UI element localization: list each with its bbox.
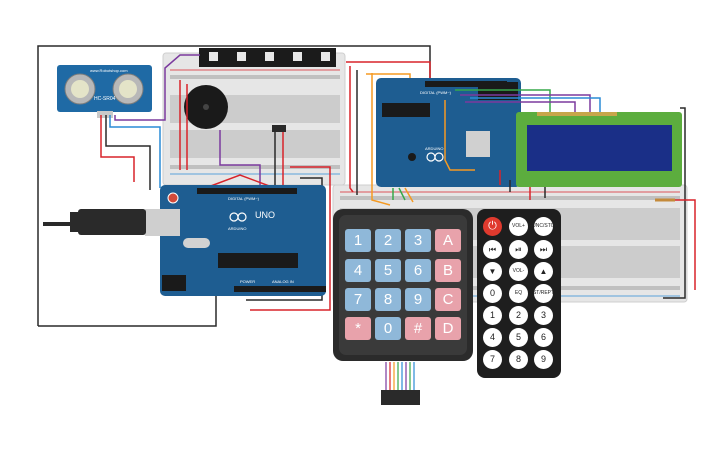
keypad-key-6[interactable]: 6 <box>405 259 431 282</box>
remote-key-3[interactable]: 3 <box>534 306 553 325</box>
keypad-key-0[interactable]: 0 <box>375 317 401 340</box>
remote-eq-button[interactable]: EQ <box>509 284 528 303</box>
usb-cable[interactable] <box>78 209 146 235</box>
remote-next-button[interactable]: ⏭ <box>534 240 553 259</box>
keypad-key-d[interactable]: D <box>435 317 461 340</box>
remote-funcstop-button[interactable]: FUNC/STOP <box>529 217 558 236</box>
uno-label: UNO <box>255 210 275 220</box>
remote-key-1[interactable]: 1 <box>483 306 502 325</box>
keypad-ribbon <box>385 362 415 390</box>
uno2-digital-label: DIGITAL (PWM~) <box>420 90 451 95</box>
remote-key-0[interactable]: 0 <box>483 284 502 303</box>
keypad-key-hash[interactable]: # <box>405 317 431 340</box>
arduino-uno-chip <box>218 253 298 268</box>
remote-key-9[interactable]: 9 <box>534 350 553 369</box>
lcd-screen <box>527 125 672 171</box>
remote-up-button[interactable]: ▲ <box>534 262 553 281</box>
keypad-key-7[interactable]: 7 <box>345 288 371 311</box>
remote-playpause-button[interactable]: ⏯ <box>509 240 528 259</box>
usb-cable-plug <box>43 212 78 232</box>
remote-down-button[interactable]: ▼ <box>483 262 502 281</box>
wire-purple-sensor[interactable] <box>114 54 200 121</box>
remote-power-button[interactable]: ⏻ <box>483 217 502 236</box>
wire-red-sensor[interactable] <box>100 115 135 182</box>
remote-volup-button[interactable]: VOL+ <box>509 217 528 236</box>
remote-key-7[interactable]: 7 <box>483 350 502 369</box>
keypad-key-3[interactable]: 3 <box>405 229 431 252</box>
remote-prev-button[interactable]: ⏮ <box>483 240 502 259</box>
remote-strept-button[interactable]: ST/REPT <box>533 284 554 303</box>
keypad-key-b[interactable]: B <box>435 259 461 282</box>
sensor-model: HC-SR04 <box>94 96 116 102</box>
keypad-key-4[interactable]: 4 <box>345 259 371 282</box>
uno-digital-label: DIGITAL (PWM~) <box>228 196 259 201</box>
remote-key-5[interactable]: 5 <box>509 328 528 347</box>
keypad-key-8[interactable]: 8 <box>375 288 401 311</box>
remote-key-8[interactable]: 8 <box>509 350 528 369</box>
keypad-key-2[interactable]: 2 <box>375 229 401 252</box>
arduino-uno-main[interactable] <box>160 185 326 296</box>
keypad-key-a[interactable]: A <box>435 229 461 252</box>
keypad-connector <box>381 390 420 405</box>
wire-black-sensor[interactable] <box>105 115 151 190</box>
neopixel-leds <box>209 52 330 61</box>
remote-key-2[interactable]: 2 <box>509 306 528 325</box>
slide-switch[interactable] <box>272 125 286 132</box>
keypad-key-1[interactable]: 1 <box>345 229 371 252</box>
remote-key-4[interactable]: 4 <box>483 328 502 347</box>
ir-remote[interactable]: ⏻ VOL+ FUNC/STOP ⏮ ⏯ ⏭ ▼ VOL- ▲ 0 EQ ST/… <box>477 209 561 378</box>
remote-voldown-button[interactable]: VOL- <box>509 262 528 281</box>
uno-analog-label: ANALOG IN <box>272 279 294 284</box>
usb-port <box>145 209 180 236</box>
remote-key-6[interactable]: 6 <box>534 328 553 347</box>
keypad-key-c[interactable]: C <box>435 288 461 311</box>
uno-brand-label: ARDUINO <box>228 226 247 231</box>
wire-blue-sensor[interactable] <box>109 115 161 188</box>
keypad-key-9[interactable]: 9 <box>405 288 431 311</box>
keypad-4x4[interactable]: 1 2 3 A 4 5 6 B 7 8 9 C * 0 # D <box>333 209 473 361</box>
sensor-brand: www.Robotshop.com <box>90 68 128 73</box>
reset-button[interactable] <box>167 192 179 204</box>
uno2-brand-label: ARDUINO <box>425 146 444 151</box>
power-jack <box>162 275 186 291</box>
uno-power-label: POWER <box>240 279 256 284</box>
keypad-key-star[interactable]: * <box>345 317 371 340</box>
keypad-key-5[interactable]: 5 <box>375 259 401 282</box>
sensor-pins <box>97 111 113 118</box>
